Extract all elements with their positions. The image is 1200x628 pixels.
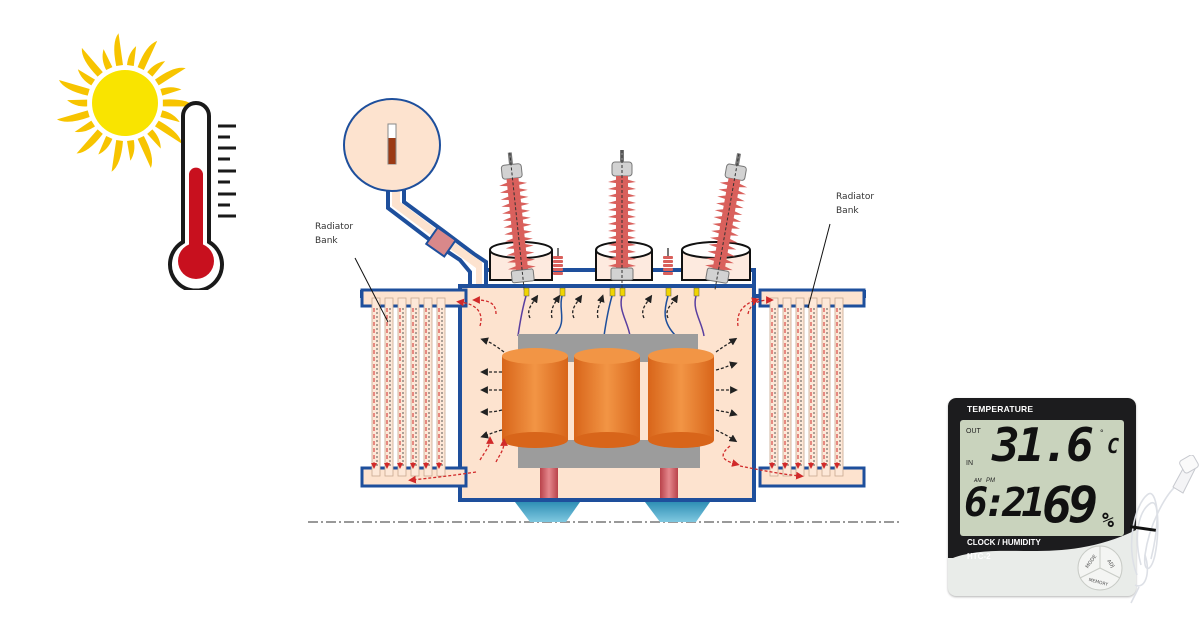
oil-flow-arrows xyxy=(408,294,804,484)
sun-ray xyxy=(147,61,166,77)
hygrometer-title: TEMPERATURE xyxy=(967,404,1034,414)
sun-ray xyxy=(56,110,90,122)
sun-ray xyxy=(74,120,96,133)
winding-coil xyxy=(502,348,568,448)
sun-ray xyxy=(160,110,180,123)
bushing xyxy=(608,150,636,290)
radiator-fin xyxy=(795,297,805,477)
in-label: IN xyxy=(966,460,973,467)
humidity-readout: 69 xyxy=(1042,476,1098,534)
thermometer-scale-ticks xyxy=(218,124,236,218)
support-block-left xyxy=(540,468,558,498)
clock-humidity-label: CLOCK / HUMIDITY xyxy=(967,538,1041,547)
clock-readout: 6:21 xyxy=(964,480,1045,526)
right-radiator-label: Radiator Bank xyxy=(836,190,874,218)
label-line: Radiator xyxy=(836,192,875,202)
sun-ray xyxy=(147,129,161,149)
sun-ray xyxy=(137,40,158,70)
sun-thermometer-illustration xyxy=(56,33,236,290)
out-label: OUT xyxy=(966,428,981,435)
sun-ray xyxy=(114,33,123,67)
sun-ray xyxy=(81,47,103,77)
hygrometer-body: TEMPERATURE OUT IN 31.6 ° C AM PM 6:21 6… xyxy=(948,398,1136,596)
foot-left xyxy=(515,502,580,522)
label-line: Bank xyxy=(836,206,859,216)
winding-coil xyxy=(574,348,640,448)
radiator-fin xyxy=(436,297,446,477)
am-label: AM xyxy=(974,478,982,484)
sun-ray xyxy=(76,129,103,154)
sun-ray xyxy=(137,136,153,169)
degree-symbol: ° xyxy=(1100,428,1104,438)
sun-ray xyxy=(127,46,137,67)
sun-ray xyxy=(160,87,182,96)
sun-ray xyxy=(154,67,186,86)
percent-unit: % xyxy=(1102,508,1115,532)
radiator-fin xyxy=(834,297,844,477)
radiator-fin xyxy=(397,297,407,477)
sun-ray xyxy=(67,99,88,107)
sun-ray xyxy=(111,139,123,172)
bushing xyxy=(499,152,536,292)
sun-ray xyxy=(127,139,135,161)
button-cluster: MODE ADJ MEMORY xyxy=(1077,545,1123,591)
left-radiator-bank xyxy=(360,288,468,488)
transformer-cooling-diagram xyxy=(308,98,900,523)
transformer-coils xyxy=(502,348,714,448)
buchholz-relay xyxy=(424,226,458,258)
model-label: HTC-2 xyxy=(967,552,991,561)
right-radiator-bank xyxy=(754,288,866,488)
oil-level-fill xyxy=(388,138,396,164)
temperature-readout: 31.6 xyxy=(992,418,1094,472)
sun-icon xyxy=(56,33,195,172)
celsius-unit: C xyxy=(1107,434,1120,458)
pm-label: PM xyxy=(986,478,995,484)
thermometer-mercury xyxy=(189,167,203,252)
conservator-tank xyxy=(343,98,488,288)
radiator-fin xyxy=(371,297,381,477)
label-line: Radiator xyxy=(315,222,354,232)
thermometer-icon xyxy=(168,101,236,290)
adj-button[interactable]: ADJ xyxy=(1105,559,1115,570)
foot-right xyxy=(645,502,710,522)
left-radiator-label: Radiator Bank xyxy=(315,220,353,248)
sun-ray xyxy=(102,49,113,70)
radiator-fin xyxy=(423,297,433,477)
radiator-fin xyxy=(808,297,818,477)
lcd-screen: OUT IN 31.6 ° C AM PM 6:21 69 % xyxy=(960,418,1124,536)
sun-ray xyxy=(154,120,182,144)
radiator-fin xyxy=(410,297,420,477)
sun-ray xyxy=(58,79,90,96)
digital-hygrometer: TEMPERATURE OUT IN 31.6 ° C AM PM 6:21 6… xyxy=(948,398,1138,598)
sun-ray xyxy=(98,136,113,155)
memory-button[interactable]: MEMORY xyxy=(1088,577,1109,588)
radiator-fin xyxy=(821,297,831,477)
support-block-right xyxy=(660,468,678,498)
sun-ray xyxy=(77,69,96,86)
label-line: Bank xyxy=(315,236,338,246)
bushing xyxy=(705,153,748,292)
winding-coil xyxy=(648,348,714,448)
radiator-fin xyxy=(769,297,779,477)
radiator-fin xyxy=(384,297,394,477)
radiator-fin xyxy=(782,297,792,477)
bushings xyxy=(489,150,751,337)
external-probe-cable xyxy=(1129,455,1199,604)
